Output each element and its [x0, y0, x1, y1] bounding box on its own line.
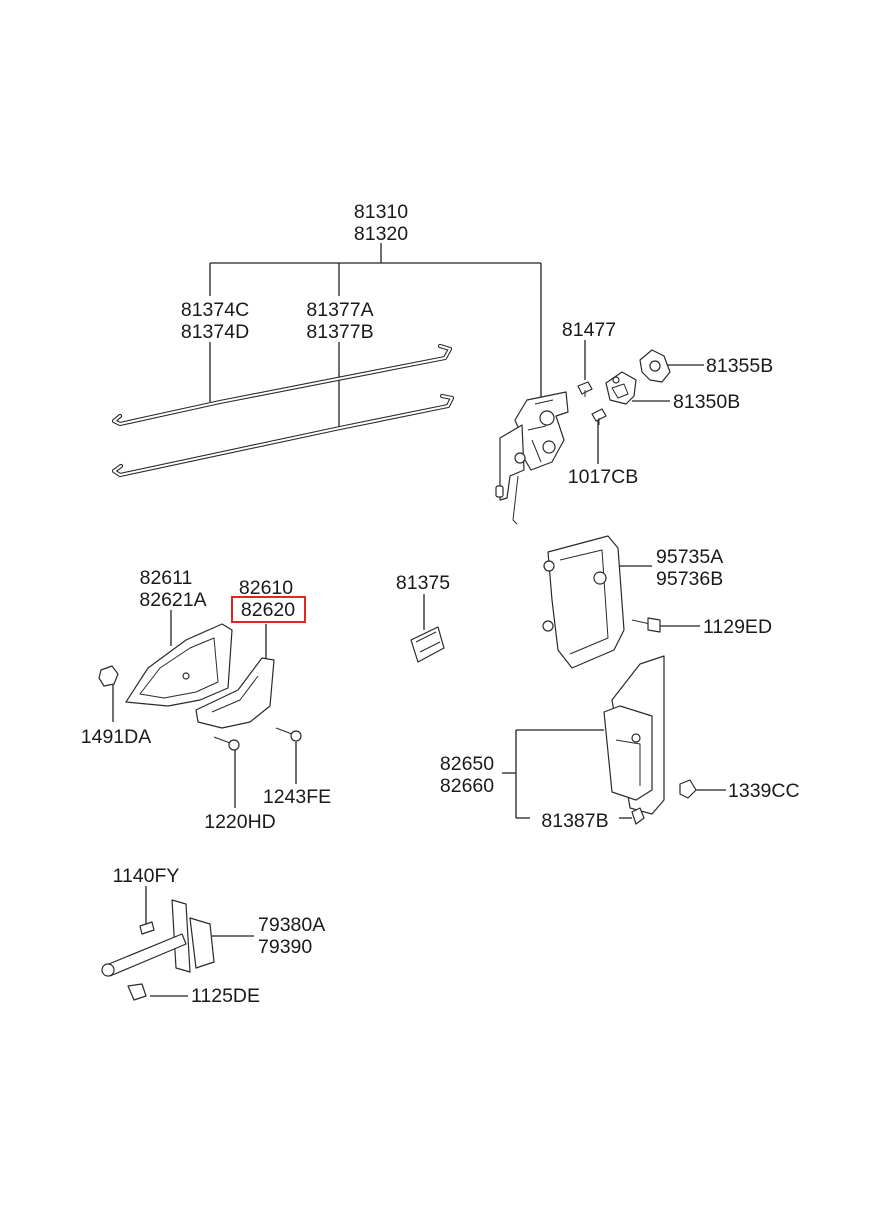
- label-95735A: 95735A: [656, 546, 723, 568]
- label-82660: 82660: [440, 775, 494, 797]
- nut-1339CC-part: [679, 779, 697, 799]
- label-79380A: 79380A: [258, 914, 325, 936]
- outside-handle-assembly-part: [603, 655, 665, 815]
- label-1491DA: 1491DA: [81, 726, 151, 748]
- label-82621A: 82621A: [139, 589, 206, 611]
- inside-handle-part: [195, 657, 275, 729]
- clip-1491DA-part: [98, 665, 119, 687]
- bolt-1125DE-part: [127, 983, 147, 1001]
- upper-rod-part: [111, 343, 453, 427]
- label-79390: 79390: [258, 936, 312, 958]
- bolt-1129ED-part: [631, 617, 661, 633]
- gasket-81355B-part: [639, 349, 671, 383]
- label-81477: 81477: [562, 319, 616, 341]
- door-checker-part: [101, 899, 215, 977]
- label-82610: 82610: [239, 577, 293, 599]
- screw-1243FE-part: [275, 727, 302, 742]
- label-82611: 82611: [140, 567, 193, 589]
- label-81355B: 81355B: [706, 355, 773, 377]
- leader-lines: [112, 243, 726, 997]
- inside-handle-bezel-part: [125, 623, 233, 707]
- screw-81477-part: [577, 381, 593, 397]
- door-latch-part: [495, 391, 569, 525]
- clip-81375-part: [410, 626, 445, 663]
- rod-clip-81387B-part: [631, 807, 645, 825]
- bolt-1140FY-part: [139, 921, 155, 935]
- label-82620-highlighted: 82620: [241, 599, 295, 621]
- label-1125DE: 1125DE: [191, 985, 260, 1007]
- label-81374C: 81374C: [181, 299, 249, 321]
- label-81377A: 81377A: [306, 299, 373, 321]
- label-81310: 81310: [354, 201, 408, 223]
- label-1017CB: 1017CB: [568, 466, 638, 488]
- lower-rod-part: [111, 393, 455, 478]
- label-81387B: 81387B: [541, 810, 608, 832]
- label-1220HD: 1220HD: [204, 811, 276, 833]
- label-95736B: 95736B: [656, 568, 723, 590]
- label-1243FE: 1243FE: [263, 786, 331, 808]
- label-81375: 81375: [396, 572, 450, 594]
- label-81374D: 81374D: [181, 321, 249, 343]
- label-82650: 82650: [440, 753, 494, 775]
- label-1339CC: 1339CC: [728, 780, 800, 802]
- label-81377B: 81377B: [306, 321, 373, 343]
- label-1140FY: 1140FY: [113, 865, 180, 887]
- part-number-labels: 81310 81320 81374C 81374D 81377A 81377B …: [81, 201, 800, 1007]
- label-81350B: 81350B: [673, 391, 740, 413]
- label-81320: 81320: [354, 223, 408, 245]
- screw-1017CB-part: [591, 408, 607, 425]
- highlight-box-82620: [231, 596, 306, 623]
- screw-1220HD-part: [213, 736, 240, 751]
- striker-81350B-part: [605, 371, 637, 405]
- door-lock-actuator-part: [542, 535, 625, 669]
- label-1129ED: 1129ED: [703, 616, 772, 638]
